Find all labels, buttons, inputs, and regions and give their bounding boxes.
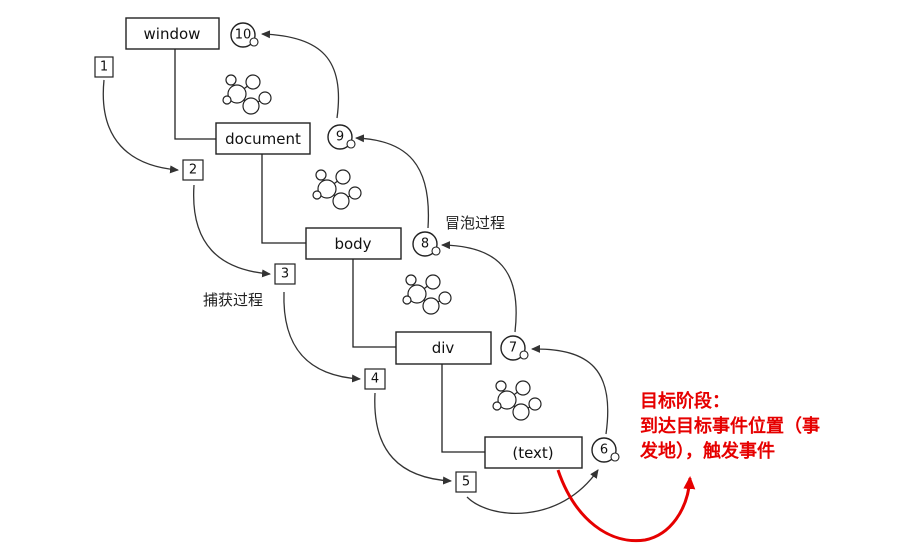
capture-arrow-3-4 [283,291,361,383]
node-div-label: div [432,339,455,357]
capture-step-3: 3 [274,263,296,285]
bubble-step-6-label: 6 [600,443,608,458]
bubble-step-8-label: 8 [421,237,429,252]
capture-step-2-label: 2 [189,163,197,178]
bubble-cluster-icon [222,74,272,115]
connector-document-body [261,154,306,244]
capture-step-1-label: 1 [100,60,108,75]
capture-arrow-5-6 [466,469,599,514]
capture-step-4: 4 [364,368,386,390]
bubble-step-6: 6 [591,437,620,463]
capture-step-3-label: 3 [281,267,289,282]
capture-phase-label: 捕获过程 [203,291,263,309]
node-window-label: window [144,25,201,43]
node-window: window [125,17,220,50]
bubble-cluster-icon [402,274,452,315]
capture-step-1: 1 [94,56,114,78]
node-body-label: body [334,235,371,253]
bubble-cluster-icon [312,169,362,210]
bubble-arrow-8-9 [355,134,430,229]
node-body: body [305,227,402,260]
bubble-step-8: 8 [412,231,441,257]
capture-arrow-4-5 [374,392,452,485]
node-div: div [395,331,492,365]
target-phase-desc-line1: 到达目标事件位置（事 [640,415,820,437]
capture-step-2: 2 [182,159,204,181]
bubble-phase-label: 冒泡过程 [445,214,505,232]
bubble-step-10: 10 [230,22,259,48]
capture-step-5: 5 [455,471,477,493]
bubble-step-7: 7 [500,335,529,361]
bubble-cluster-icon [492,380,542,421]
capture-step-5-label: 5 [462,475,470,490]
capture-arrow-2-3 [193,184,271,278]
node-document-label: document [225,130,301,148]
capture-arrow-1-2 [102,79,179,174]
capture-step-4-label: 4 [371,372,379,387]
bubble-arrow-7-8 [441,241,517,333]
bubble-arrow-6-7 [531,344,609,435]
target-phase-title: 目标阶段： [640,390,730,412]
bubble-step-9-label: 9 [336,130,344,145]
node-text: (text) [484,436,583,469]
connector-body-div [352,259,397,348]
connector-window-document [174,48,216,140]
node-document: document [215,122,311,155]
target-phase-desc-line2: 发地），触发事件 [639,440,775,462]
bubble-step-7-label: 7 [509,341,517,356]
bubble-step-10-label: 10 [235,28,252,43]
node-text-label: (text) [512,444,553,462]
target-arrow [556,469,696,543]
bubble-arrow-9-10 [261,30,340,119]
connector-div-text [441,364,485,453]
bubble-step-9: 9 [327,124,356,150]
